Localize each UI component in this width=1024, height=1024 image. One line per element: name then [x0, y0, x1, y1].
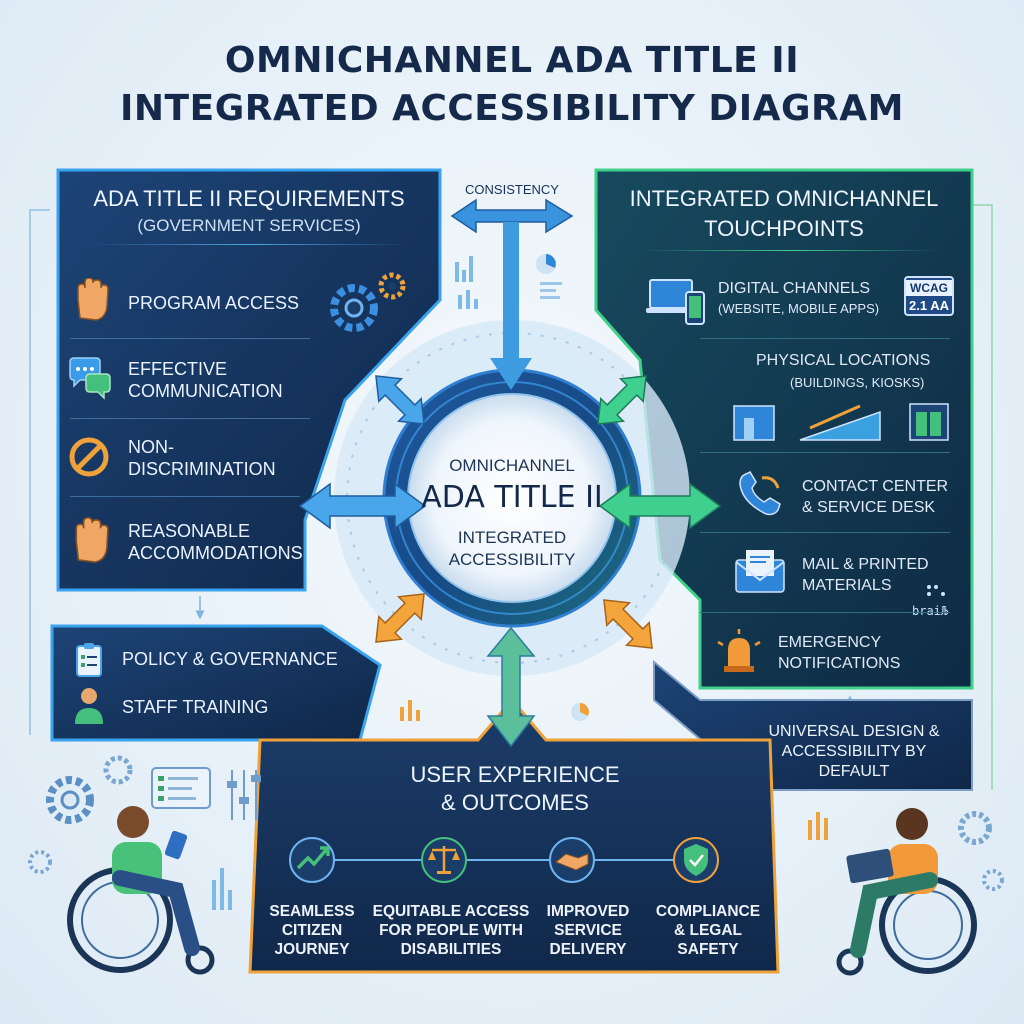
policy-governance-label: POLICY & GOVERNANCE	[122, 649, 338, 669]
mini-pie-chart-icon	[536, 254, 589, 721]
hand-icon	[75, 517, 109, 563]
universal-design-line-3: DEFAULT	[818, 763, 890, 780]
page-title-line-1: OMNICHANNEL ADA TITLE II	[224, 40, 800, 81]
right-panel-title-line-1: INTEGRATED OMNICHANNEL	[629, 186, 939, 211]
scales-icon	[421, 837, 467, 883]
checklist-icon	[151, 767, 211, 809]
speech-bubbles-icon	[69, 357, 111, 400]
universal-design-line-1: UNIVERSAL DESIGN &	[768, 723, 940, 740]
outcome-2-line-1: EQUITABLE ACCESS	[372, 903, 530, 920]
hub-line-2: ADA TITLE II	[421, 480, 603, 515]
left-item-non: NON-	[128, 437, 174, 457]
outcomes-arrow	[486, 626, 536, 748]
envelope-icon	[735, 550, 785, 593]
digital-channels-label: DIGITAL CHANNELS	[718, 280, 871, 297]
right-arrow	[598, 482, 722, 530]
diagonal-arrow-top-right	[597, 375, 647, 425]
page-title-line-2: INTEGRATED ACCESSIBILITY DIAGRAM	[120, 88, 904, 129]
right-panel-title-line-2: TOUCHPOINTS	[704, 216, 864, 241]
outcome-4-line-3: SAFETY	[677, 941, 739, 958]
outcomes-title-line-2: & OUTCOMES	[441, 790, 589, 815]
consistency-arrow	[450, 198, 574, 390]
hub-line-4: ACCESSIBILITY	[448, 550, 576, 569]
outcome-3-line-3: DELIVERY	[549, 941, 627, 958]
left-item-program-access: PROGRAM ACCESS	[128, 293, 300, 313]
handshake-icon	[549, 837, 595, 883]
digital-channels-sublabel: (WEBSITE, MOBILE APPS)	[718, 301, 880, 316]
hub-line-3: INTEGRATED	[457, 528, 567, 547]
universal-design-line-2: ACCESSIBILITY BY	[781, 743, 927, 760]
outcome-1-line-1: SEAMLESS	[269, 903, 355, 920]
person-icon	[75, 688, 103, 724]
hub-line-1: OMNICHANNEL	[449, 456, 575, 475]
emergency-label: EMERGENCY	[778, 634, 882, 651]
staff-training-label: STAFF TRAINING	[122, 697, 269, 717]
sliders-icon	[227, 770, 261, 820]
outcome-1-line-2: CITIZEN	[281, 922, 343, 939]
universal-design-text: UNIVERSAL DESIGN & ACCESSIBILITY BY DEFA…	[736, 722, 972, 782]
alarm-light-icon	[717, 629, 761, 672]
physical-locations-label: PHYSICAL LOCATIONS	[756, 352, 931, 369]
braille-dots-icon	[927, 585, 945, 596]
clipboard-icon	[76, 643, 102, 677]
outcome-equitable-access: EQUITABLE ACCESS FOR PEOPLE WITH DISABIL…	[372, 902, 530, 959]
shield-check-icon	[673, 837, 719, 883]
left-panel-subtitle: (GOVERNMENT SERVICES)	[137, 216, 361, 235]
materials-label: MATERIALS	[802, 577, 892, 594]
physical-locations-sublabel: (BUILDINGS, KIOSKS)	[790, 375, 925, 390]
building-ramp-icon	[733, 403, 949, 441]
phone-icon	[739, 471, 781, 516]
left-panel-title: ADA TITLE II REQUIREMENTS	[93, 186, 405, 211]
wcag-badge-label: WCAG	[906, 280, 952, 296]
trend-arrow-icon	[289, 837, 335, 883]
left-requirements-panel	[56, 168, 442, 592]
outcome-3-line-2: SERVICE	[554, 922, 622, 939]
contact-center-label: CONTACT CENTER	[802, 478, 949, 495]
outcome-2-line-3: DISABILITIES	[400, 941, 502, 958]
outcome-icons-row	[289, 837, 719, 883]
left-item-discrimination: DISCRIMINATION	[128, 459, 276, 479]
diagonal-arrow-bottom-left	[375, 593, 425, 643]
outcome-improved-delivery: IMPROVED SERVICE DELIVERY	[524, 902, 652, 959]
governance-panel	[50, 624, 382, 742]
notifications-label: NOTIFICATIONS	[778, 655, 901, 672]
outcome-3-line-1: IMPROVED	[546, 903, 630, 920]
outcomes-title-line-1: USER EXPERIENCE	[410, 762, 620, 787]
outcome-seamless-journey: SEAMLESS CITIZEN JOURNEY	[248, 902, 376, 959]
wcag-badge-level: 2.1 AA	[909, 298, 949, 313]
wcag-badge: WCAG 2.1 AA	[904, 276, 954, 316]
diagonal-arrow-bottom-right	[603, 599, 653, 649]
left-item-accommodations: ACCOMMODATIONS	[128, 543, 303, 563]
outcome-4-line-2: & LEGAL	[673, 922, 743, 939]
left-item-effective: EFFECTIVE	[128, 359, 228, 379]
left-arrow	[298, 482, 427, 530]
braille-label: braiЉ	[912, 604, 949, 618]
outcome-4-line-1: COMPLIANCE	[655, 903, 761, 920]
laptop-phone-icon	[646, 279, 705, 325]
outcome-1-line-3: JOURNEY	[274, 941, 350, 958]
mail-printed-label: MAIL & PRINTED	[802, 556, 929, 573]
gear-icon	[28, 755, 1004, 891]
outcome-compliance-safety: COMPLIANCE & LEGAL SAFETY	[644, 902, 772, 959]
outcome-2-line-2: FOR PEOPLE WITH	[379, 922, 523, 939]
service-desk-label: & SERVICE DESK	[802, 499, 936, 516]
gears-icon	[330, 272, 406, 332]
prohibited-icon	[69, 437, 109, 477]
diagonal-arrow-top-left	[375, 375, 425, 425]
left-item-communication: COMMUNICATION	[128, 381, 283, 401]
wheelchair-user-right-icon	[836, 808, 977, 976]
consistency-label: CONSISTENCY	[465, 182, 559, 197]
wheelchair-user-left-icon	[67, 806, 215, 975]
outcomes-panel	[248, 697, 780, 974]
mini-bar-chart-icon	[212, 256, 828, 910]
hand-icon	[77, 278, 109, 321]
left-item-reasonable: REASONABLE	[128, 521, 251, 541]
